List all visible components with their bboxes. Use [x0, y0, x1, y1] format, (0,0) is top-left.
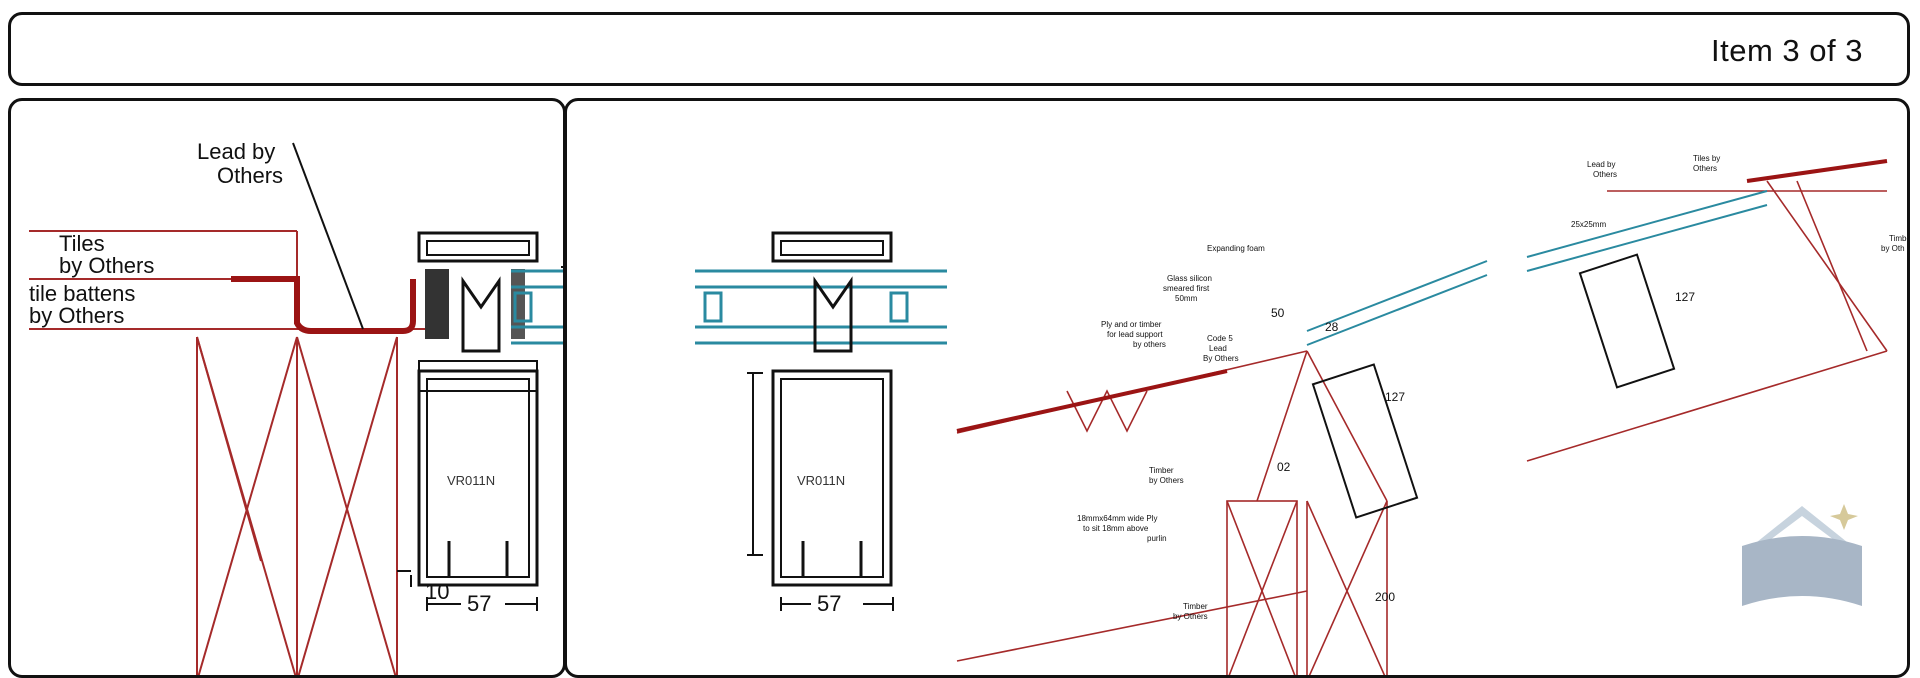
- battens-label-line1: tile battens: [29, 281, 135, 306]
- right-timber1-l1: Timber: [1149, 466, 1174, 475]
- mid-profile-code: VR011N: [797, 473, 845, 488]
- right-dim-02: 02: [1277, 460, 1291, 474]
- right-expanding-label: Expanding foam: [1207, 244, 1265, 253]
- right-ply-l2: for lead support: [1107, 330, 1163, 339]
- right-dim-127a: 127: [1385, 390, 1405, 404]
- right-drawing: VR011N 57: [695, 154, 1910, 675]
- right-plystrip-l1: 18mmx64mm wide Ply: [1077, 514, 1157, 523]
- left-panel[interactable]: Lead by Others Tiles by Others tile batt…: [8, 98, 566, 678]
- right-dim-200: 200: [1375, 590, 1395, 604]
- right-ply-l1: Ply and or timber: [1101, 320, 1162, 329]
- right-code-l2: Lead: [1209, 344, 1227, 353]
- right-panel[interactable]: VR011N 57: [564, 98, 1910, 678]
- right-ply-l3: by others: [1133, 340, 1166, 349]
- lead-label-line2: Others: [217, 163, 283, 188]
- tiles-label-line1: Tiles: [59, 231, 105, 256]
- right-lead-l2: Others: [1593, 170, 1617, 179]
- right-tiles-l1: Tiles by: [1693, 154, 1720, 163]
- mid-dim-width: 57: [817, 591, 841, 616]
- right-batten-label: 25x25mm: [1571, 220, 1606, 229]
- right-timber3-l2: by Oth: [1881, 244, 1905, 253]
- book-house-logo-icon: [1742, 504, 1862, 606]
- right-glass-l1: Glass silicon: [1167, 274, 1212, 283]
- item-counter: Item 3 of 3: [1711, 33, 1863, 68]
- right-plystrip-l3: purlin: [1147, 534, 1167, 543]
- right-dim-127b: 127: [1675, 290, 1695, 304]
- right-code-l1: Code 5: [1207, 334, 1233, 343]
- right-glass-l3: 50mm: [1175, 294, 1198, 303]
- right-plystrip-l2: to sit 18mm above: [1083, 524, 1149, 533]
- right-tiles-l2: Others: [1693, 164, 1717, 173]
- left-dim-offset: 10: [425, 579, 449, 604]
- right-glass-l2: smeared first: [1163, 284, 1210, 293]
- lead-label-line1: Lead by: [197, 139, 275, 164]
- header-bar: Item 3 of 3: [8, 12, 1910, 86]
- right-timber2-l1: Timber: [1183, 602, 1208, 611]
- right-timber3-l1: Timber: [1889, 234, 1910, 243]
- battens-label-line2: by Others: [29, 303, 124, 328]
- right-code-l3: By Others: [1203, 354, 1239, 363]
- right-dim-50: 50: [1271, 306, 1285, 320]
- left-dim-width: 57: [467, 591, 491, 616]
- right-dim-28: 28: [1325, 320, 1339, 334]
- left-drawing: Lead by Others Tiles by Others tile batt…: [29, 139, 563, 675]
- right-timber1-l2: by Others: [1149, 476, 1184, 485]
- left-profile-code: VR011N: [447, 473, 495, 488]
- right-timber2-l2: by Others: [1173, 612, 1208, 621]
- right-lead-l1: Lead by: [1587, 160, 1615, 169]
- tiles-label-line2: by Others: [59, 253, 154, 278]
